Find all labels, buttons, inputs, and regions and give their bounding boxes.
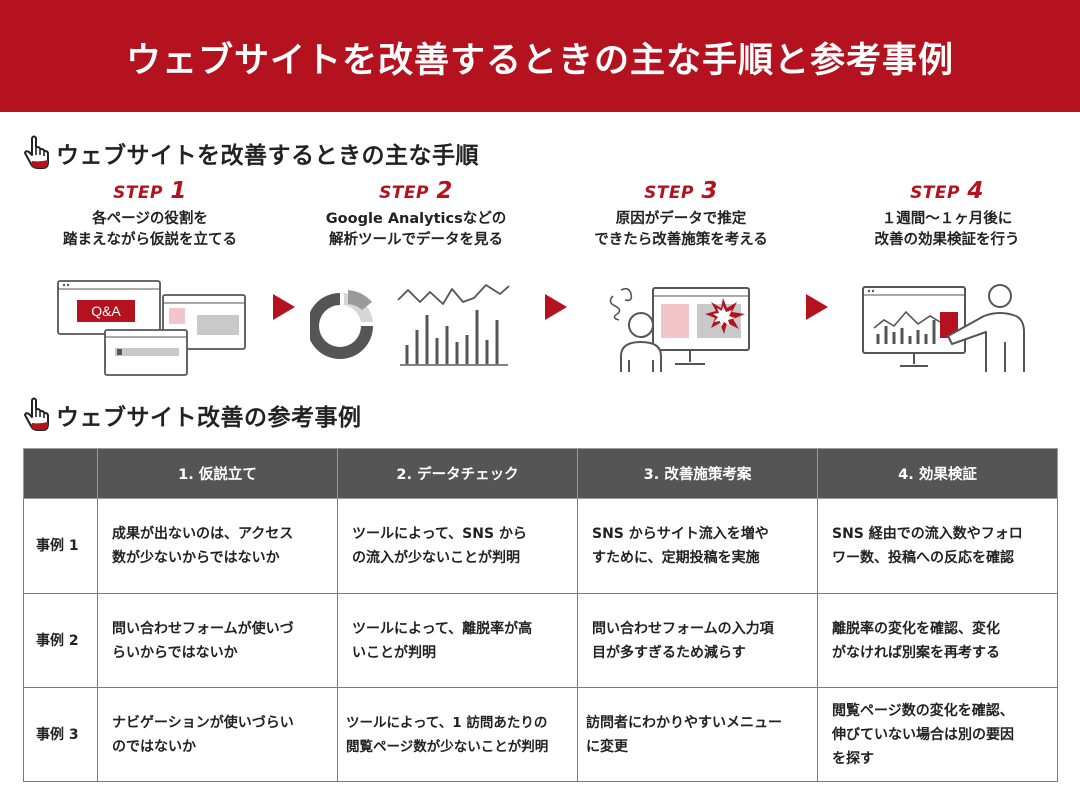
pointing-hand-icon — [20, 135, 52, 171]
cell-line: 数が少ないからではないか — [112, 550, 280, 566]
step-3: STEP 3 原因がデータで推定できたら改善施策を考える — [551, 178, 811, 251]
table-cell: ツールによって、SNS からの流入が少ないことが判明 — [337, 498, 578, 594]
step-number: 2 — [436, 178, 453, 204]
table-cell: 訪問者にわかりやすいメニューに変更 — [577, 687, 818, 782]
table-header-row: 1. 仮説立て 2. データチェック 3. 改善施策考案 4. 効果検証 — [23, 448, 1058, 499]
cell-line: SNS からサイト流入を増や — [592, 526, 769, 542]
table-row: 事例 3 ナビゲーションが使いづらいのではないか ツールによって、1 訪問あたり… — [23, 687, 1058, 782]
step-description-line: １週間〜１ヶ月後に — [881, 211, 1013, 227]
table-header-cell: 3. 改善施策考案 — [577, 448, 818, 499]
analytics-charts-illustration — [310, 284, 510, 366]
step-label: STEP 1 — [20, 178, 280, 204]
section-title-steps: ウェブサイトを改善するときの主な手順 — [56, 143, 479, 169]
step-4: STEP 4 １週間〜１ヶ月後に改善の効果検証を行う — [817, 178, 1077, 251]
table-row: 事例 2 問い合わせフォームが使いづらいからではないか ツールによって、離脱率が… — [23, 593, 1058, 688]
cell-line: 問い合わせフォームの入力項 — [592, 620, 774, 637]
cell-line: いことが判明 — [352, 644, 436, 661]
cell-line: がなければ別案を再考する — [832, 644, 1000, 661]
cell-line: ツールによって、SNS から — [352, 526, 527, 542]
cell-line: 訪問者にわかりやすいメニュー — [586, 714, 782, 731]
table-header-cell: 2. データチェック — [337, 448, 578, 499]
step-1: STEP 1 各ページの役割を踏まえながら仮説を立てる — [20, 178, 280, 251]
row-label: 事例 1 — [23, 498, 98, 594]
browser-windows-illustration: Q&A — [57, 280, 246, 376]
step-description: 各ページの役割を踏まえながら仮説を立てる — [20, 209, 280, 251]
step-label: STEP 4 — [817, 178, 1077, 204]
table-cell: 問い合わせフォームの入力項目が多すぎるため減らす — [577, 593, 818, 688]
presenter-illustration — [862, 284, 1025, 372]
table-cell: ナビゲーションが使いづらいのではないか — [97, 687, 338, 782]
step-label: STEP 2 — [286, 178, 546, 204]
step-description-line: Google Analyticsなどの — [325, 211, 507, 227]
cell-line: SNS 経由での流入数やフォロ — [832, 526, 1023, 542]
table-header-cell: 4. 効果検証 — [817, 448, 1058, 499]
cell-line: 問い合わせフォームが使いづ — [112, 620, 294, 637]
arrow-right-icon — [273, 294, 295, 320]
step-number: 4 — [967, 178, 984, 204]
section-title-cases: ウェブサイト改善の参考事例 — [56, 405, 362, 431]
step-description-line: できたら改善施策を考える — [594, 232, 768, 248]
step-word: STEP — [113, 183, 163, 203]
cell-line: のではないか — [112, 738, 196, 755]
person-thinking-illustration — [609, 287, 750, 372]
row-label: 事例 3 — [23, 687, 98, 782]
cell-line: の流入が少ないことが判明 — [352, 550, 520, 566]
step-description: Google Analyticsなどの解析ツールでデータを見る — [286, 209, 546, 251]
pointing-hand-icon — [20, 397, 52, 433]
step-number: 1 — [170, 178, 187, 204]
step-description-line: 改善の効果検証を行う — [874, 232, 1020, 248]
step-description-line: 各ページの役割を — [92, 211, 208, 227]
cell-line: を探す — [832, 750, 874, 767]
page-title: ウェブサイトを改善するときの主な手順と参考事例 — [125, 41, 954, 81]
cell-line: 目が多すぎるため減らす — [592, 644, 746, 661]
cell-line: 閲覧ページ数の変化を確認、 — [832, 702, 1014, 719]
step-description: 原因がデータで推定できたら改善施策を考える — [551, 209, 811, 251]
cell-line: ナビゲーションが使いづらい — [112, 714, 294, 731]
step-description-line: 踏まえながら仮説を立てる — [63, 232, 237, 248]
step-word: STEP — [910, 183, 960, 203]
cell-line: ワー数、投稿への反応を確認 — [832, 550, 1014, 566]
cell-line: すために、定期投稿を実施 — [592, 550, 760, 566]
section-heading-cases: ウェブサイト改善の参考事例 — [20, 397, 362, 433]
cell-line: ツールによって、離脱率が高 — [352, 620, 533, 637]
step-description-line: 解析ツールでデータを見る — [329, 232, 503, 248]
table-cell: ツールによって、離脱率が高いことが判明 — [337, 593, 578, 688]
step-2: STEP 2 Google Analyticsなどの解析ツールでデータを見る — [286, 178, 546, 251]
cell-line: 成果が出ないのは、アクセス — [112, 526, 294, 542]
cell-line: に変更 — [586, 738, 628, 755]
qa-label: Q&A — [91, 303, 121, 319]
arrow-right-icon — [806, 294, 828, 320]
table-cell: 成果が出ないのは、アクセス数が少ないからではないか — [97, 498, 338, 594]
cell-line: 離脱率の変化を確認、変化 — [832, 620, 1000, 637]
title-banner: ウェブサイトを改善するときの主な手順と参考事例 — [0, 0, 1080, 112]
table-header-cell — [23, 448, 98, 499]
step-word: STEP — [379, 183, 429, 203]
table-cell: ツールによって、1 訪問あたりの閲覧ページ数が少ないことが判明 — [337, 687, 578, 782]
table-cell: 離脱率の変化を確認、変化がなければ別案を再考する — [817, 593, 1058, 688]
row-label: 事例 2 — [23, 593, 98, 688]
table-cell: SNS からサイト流入を増やすために、定期投稿を実施 — [577, 498, 818, 594]
table-cell: 閲覧ページ数の変化を確認、伸びていない場合は別の要因を探す — [817, 687, 1058, 782]
section-heading-steps: ウェブサイトを改善するときの主な手順 — [20, 135, 479, 171]
case-study-table: 1. 仮説立て 2. データチェック 3. 改善施策考案 4. 効果検証 事例 … — [23, 448, 1058, 782]
step-label: STEP 3 — [551, 178, 811, 204]
cell-line: ツールによって、1 訪問あたりの — [346, 714, 548, 731]
step-description: １週間〜１ヶ月後に改善の効果検証を行う — [817, 209, 1077, 251]
table-cell: SNS 経由での流入数やフォロワー数、投稿への反応を確認 — [817, 498, 1058, 594]
cell-line: らいからではないか — [112, 644, 238, 661]
arrow-right-icon — [545, 294, 567, 320]
table-cell: 問い合わせフォームが使いづらいからではないか — [97, 593, 338, 688]
cell-line: 閲覧ページ数が少ないことが判明 — [346, 738, 549, 755]
table-row: 事例 1 成果が出ないのは、アクセス数が少ないからではないか ツールによって、S… — [23, 498, 1058, 594]
step-description-line: 原因がデータで推定 — [615, 211, 747, 227]
step-number: 3 — [701, 178, 718, 204]
cell-line: 伸びていない場合は別の要因 — [832, 726, 1014, 743]
table-header-cell: 1. 仮説立て — [97, 448, 338, 499]
step-word: STEP — [644, 183, 694, 203]
